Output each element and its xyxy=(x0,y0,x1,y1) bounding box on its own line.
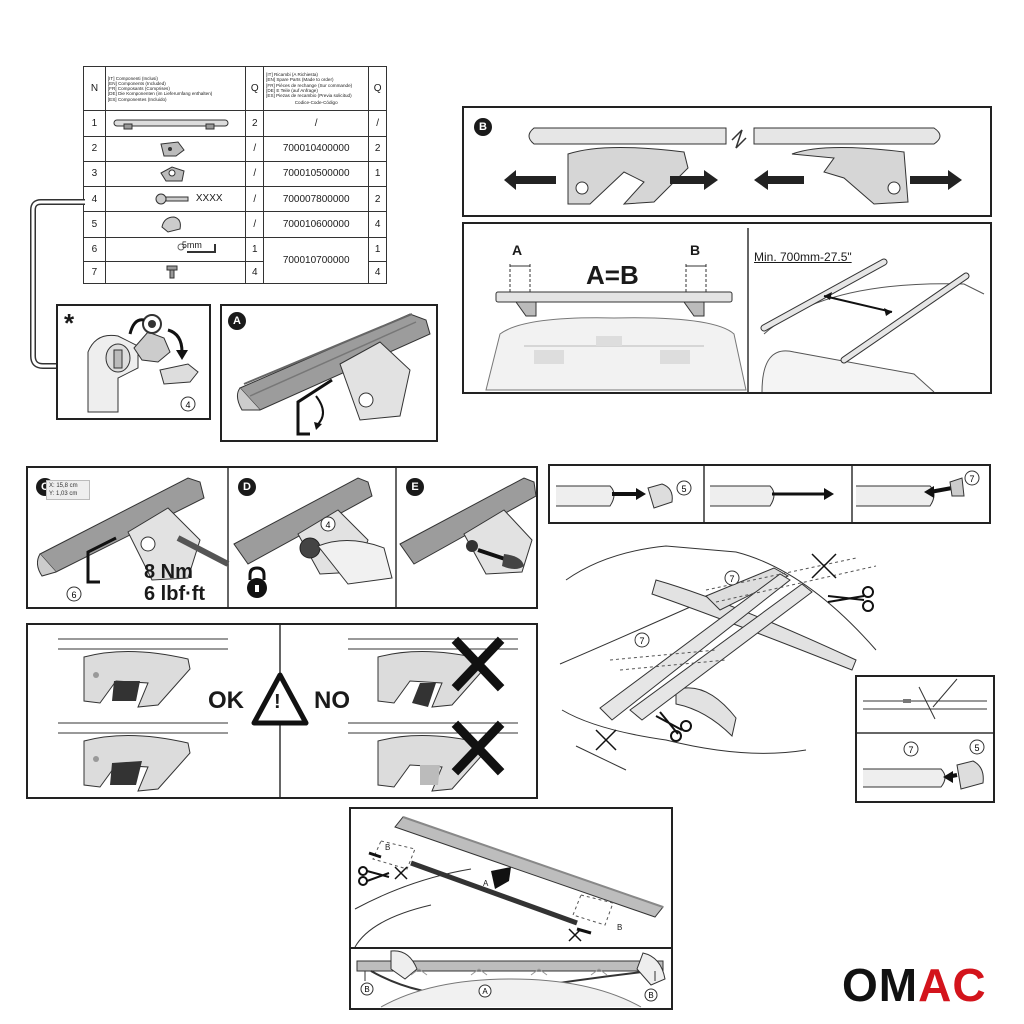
svg-text:B: B xyxy=(364,985,369,994)
table-row: 7 4 4 xyxy=(83,260,387,285)
header-q2: Q xyxy=(368,65,387,112)
step-a-illustration xyxy=(236,313,431,436)
steps-cde-illustration: 6 4 xyxy=(36,468,536,607)
warning-icon: ! xyxy=(274,691,281,713)
step-e-badge: E xyxy=(406,478,424,496)
cut-detail-illustration: 7 5 xyxy=(857,678,993,790)
install-panel: B A B xyxy=(349,947,673,1010)
trim-label-b-right: B xyxy=(617,923,623,932)
part-tbolt-image xyxy=(104,260,247,285)
table-row: 2 / 700010400000 2 xyxy=(83,135,387,162)
label-a: A xyxy=(512,242,523,258)
table-row: 1 2 / / xyxy=(83,110,387,137)
star-marker: * xyxy=(64,308,75,338)
svg-text:5: 5 xyxy=(974,743,979,753)
install-illustration: B A B xyxy=(356,950,666,1008)
step-d-badge: D xyxy=(238,478,256,496)
table-row: 3 / 700010500000 1 xyxy=(83,160,387,188)
coordinate-overlay: X: 15,8 cm Y: 1,03 cm xyxy=(46,480,90,500)
scissors-icon xyxy=(655,586,874,742)
trim-label-a: A xyxy=(483,879,489,888)
ok-no-illustration xyxy=(58,625,518,797)
header-q: Q xyxy=(245,65,265,112)
step-b-illustration xyxy=(504,127,962,205)
part-foot-image xyxy=(104,135,247,162)
ok-label: OK xyxy=(208,687,244,714)
svg-text:4: 4 xyxy=(185,400,190,410)
profile-panel: 5 7 xyxy=(548,464,991,524)
svg-text:A: A xyxy=(482,987,488,996)
table-header: N [IT] Componenti (Inclusi) [EN] Compone… xyxy=(83,65,387,112)
svg-text:7: 7 xyxy=(969,474,974,484)
svg-text:6: 6 xyxy=(71,590,76,600)
trim-label-b-left: B xyxy=(385,843,391,852)
label-b: B xyxy=(690,242,701,258)
key-detail-panel: * 4 xyxy=(56,304,211,420)
no-label: NO xyxy=(314,687,350,714)
step-b-panel: B xyxy=(462,106,992,217)
part-bar-image xyxy=(104,110,247,137)
torque-lbf: 6 lbf·ft xyxy=(144,583,206,605)
part-allen-key-image: 5mm xyxy=(104,236,247,262)
header-spares: [IT] Ricambi (A Richiesta) [EN] Spare Pa… xyxy=(263,65,370,112)
svg-text:4: 4 xyxy=(325,520,330,530)
step-a-badge: A xyxy=(228,312,246,330)
position-panel: A B A=B Min. 700mm-27.5" xyxy=(462,222,992,394)
trim-illustration xyxy=(354,816,664,948)
table-row: 6 5mm 1 700010700000 1 xyxy=(83,236,387,284)
cut-detail-panel: 7 5 xyxy=(855,675,995,803)
scissors-icon xyxy=(358,866,390,886)
equal-label: A=B xyxy=(586,260,639,290)
omac-logo: OMAC xyxy=(842,959,987,1011)
svg-text:5: 5 xyxy=(681,484,686,494)
step-a-panel: A xyxy=(220,304,438,442)
part-lock-image xyxy=(104,160,247,188)
parts-table: N [IT] Componenti (Inclusi) [EN] Compone… xyxy=(83,65,387,285)
svg-text:B: B xyxy=(648,991,653,1000)
steps-cde-panel: 6 4 C D E 8 Nm 6 lbf·ft xyxy=(26,466,538,609)
svg-text:7: 7 xyxy=(908,745,913,755)
cross-icon xyxy=(451,636,505,776)
lock-icon xyxy=(247,566,267,598)
ok-no-panel: OK ! NO xyxy=(26,623,538,799)
torque-nm: 8 Nm xyxy=(144,561,193,583)
part-endcap-image xyxy=(104,211,247,238)
position-illustration xyxy=(485,228,985,392)
table-row: 5 / 700010600000 4 xyxy=(83,211,387,238)
step-b-badge: B xyxy=(474,118,492,136)
trim-panel: A B B xyxy=(349,807,673,950)
svg-text:7: 7 xyxy=(729,574,734,584)
header-components: [IT] Componenti (Inclusi) [EN] Component… xyxy=(104,65,247,112)
profile-illustration: 5 7 xyxy=(556,466,980,522)
min-distance-label: Min. 700mm-27.5" xyxy=(754,250,852,264)
key-lock-illustration: 4 xyxy=(87,314,199,413)
table-row: 4 XXXX / 700007800000 2 xyxy=(83,186,387,213)
svg-text:7: 7 xyxy=(639,636,644,646)
header-n: N xyxy=(83,65,106,112)
part-key-image: XXXX xyxy=(104,186,247,213)
cut-diagram: 7 7 xyxy=(559,545,877,771)
